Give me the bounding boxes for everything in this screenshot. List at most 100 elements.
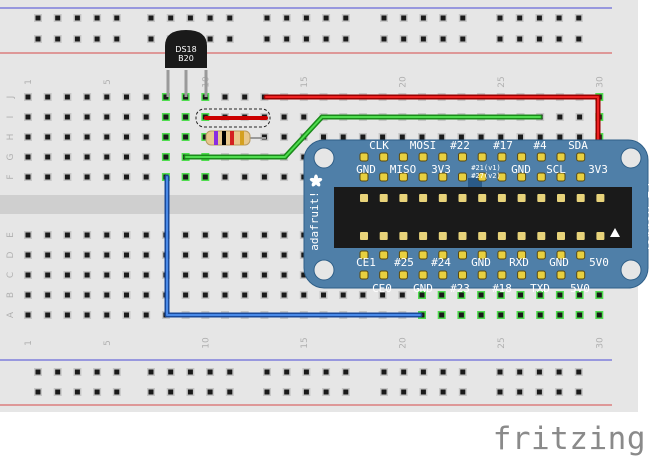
- breadboard-hole-core: [64, 252, 70, 258]
- header-pin: [360, 194, 368, 202]
- breadboard-hole-core: [419, 292, 425, 298]
- pin-label-top-1: CLK: [369, 139, 389, 152]
- breadboard-hole-core: [45, 312, 51, 318]
- breadboard-hole-core: [303, 389, 309, 395]
- header-pad-bottom: [556, 270, 566, 280]
- breadboard-hole-core: [25, 232, 31, 238]
- header-pins: [359, 152, 605, 280]
- breadboard-hole-core: [202, 272, 208, 278]
- breadboard-hole-core: [143, 312, 149, 318]
- breadboard-hole-core: [242, 174, 248, 180]
- breadboard-hole-core: [25, 134, 31, 140]
- pin-label-bottom-1: GND: [471, 256, 491, 269]
- header-pad-bottom: [517, 250, 527, 260]
- breadboard-hole-core: [323, 15, 329, 21]
- header-pad-top: [359, 152, 369, 162]
- header-pin: [379, 194, 388, 202]
- breadboard-hole-core: [439, 292, 445, 298]
- header-pin: [478, 194, 487, 202]
- pin-label-top-1: MOSI: [410, 139, 437, 152]
- breadboard-hole-core: [401, 36, 407, 42]
- breadboard-hole-core: [284, 369, 290, 375]
- breadboard-hole-core: [536, 36, 542, 42]
- header-pad-top: [438, 172, 448, 182]
- breadboard-hole-core: [517, 15, 523, 21]
- breadboard-hole-core: [114, 389, 120, 395]
- fritzing-logo: fritzing: [492, 421, 646, 457]
- breadboard-hole-core: [187, 389, 193, 395]
- pin-label-top-2: 3V3: [431, 163, 451, 176]
- breadboard-hole-core: [25, 272, 31, 278]
- pin-label-top-1: #22: [450, 139, 470, 152]
- breadboard-hole-core: [419, 134, 425, 140]
- breadboard-hole-core: [577, 292, 583, 298]
- breadboard-hole-core: [143, 292, 149, 298]
- breadboard-hole-core: [242, 94, 248, 100]
- header-pin: [557, 232, 565, 240]
- breadboard-hole-core: [576, 369, 582, 375]
- breadboard-hole-core: [281, 272, 287, 278]
- breadboard-hole-core: [242, 292, 248, 298]
- breadboard-hole-core: [281, 174, 287, 180]
- header-pad-top: [576, 172, 586, 182]
- pin-label-top-1: #4: [533, 139, 547, 152]
- breadboard-hole-core: [321, 292, 326, 298]
- breadboard-hole-core: [45, 114, 51, 120]
- header-pad-bottom: [398, 250, 408, 260]
- header-pad-top: [517, 172, 527, 182]
- breadboard-hole-core: [222, 174, 228, 180]
- breadboard-hole-core: [183, 114, 189, 120]
- header-pad-bottom: [497, 270, 507, 280]
- breadboard-hole-core: [596, 292, 602, 298]
- breadboard-hole-core: [143, 252, 149, 258]
- breadboard-hole-core: [25, 114, 31, 120]
- sensor-label-line1: DS18: [175, 45, 196, 54]
- breadboard-hole-core: [168, 15, 174, 21]
- breadboard-hole-core: [577, 312, 583, 318]
- pin-label-bottom-2: GND: [413, 282, 433, 295]
- breadboard-hole-core: [183, 232, 189, 238]
- breadboard-hole-core: [104, 232, 110, 238]
- breadboard-hole-core: [45, 252, 51, 258]
- blue-wire-highlight: [166, 176, 421, 316]
- header-pad-top: [418, 172, 428, 182]
- pin-note: #21(v1): [471, 164, 501, 172]
- breadboard-hole-core: [104, 252, 110, 258]
- breadboard-hole-core: [360, 292, 366, 298]
- header-pad-bottom: [536, 270, 546, 280]
- breadboard-hole-core: [458, 134, 464, 140]
- breadboard-hole-core: [227, 369, 233, 375]
- breadboard-hole-core: [399, 292, 405, 298]
- breadboard-hole-core: [281, 134, 287, 140]
- breadboard-hole-core: [227, 389, 233, 395]
- column-number-bottom: 30: [595, 337, 605, 349]
- breadboard-hole-core: [323, 389, 329, 395]
- breadboard-hole-core: [242, 232, 248, 238]
- header-pin: [360, 232, 368, 240]
- breadboard-hole-core: [321, 134, 326, 140]
- breadboard-hole-core: [556, 15, 562, 21]
- breadboard-hole-core: [439, 134, 445, 140]
- breadboard-hole-core: [478, 292, 484, 298]
- breadboard-hole-core: [84, 174, 90, 180]
- breadboard-hole-core: [261, 252, 267, 258]
- breadboard-hole-core: [64, 272, 70, 278]
- breadboard-hole-core: [143, 154, 149, 160]
- header-pin: [399, 194, 408, 202]
- row-letter-bottom: A: [6, 311, 16, 318]
- breadboard-hole-core: [94, 36, 100, 42]
- breadboard-hole-core: [460, 369, 466, 375]
- breadboard-hole-core: [458, 312, 464, 318]
- breadboard-hole-core: [124, 292, 129, 298]
- header-pad-top: [458, 152, 467, 162]
- red-wire-highlight: [265, 96, 599, 158]
- header-pad-bottom: [379, 270, 389, 280]
- header-pad-bottom: [418, 250, 428, 260]
- breadboard-hole-core: [537, 312, 543, 318]
- breadboard-hole-core: [124, 134, 129, 140]
- breadboard-hole-core: [55, 36, 61, 42]
- breadboard-hole-core: [537, 134, 543, 140]
- breadboard-hole-core: [323, 36, 329, 42]
- header-pin: [438, 232, 447, 240]
- breadboard-hole-core: [261, 174, 267, 180]
